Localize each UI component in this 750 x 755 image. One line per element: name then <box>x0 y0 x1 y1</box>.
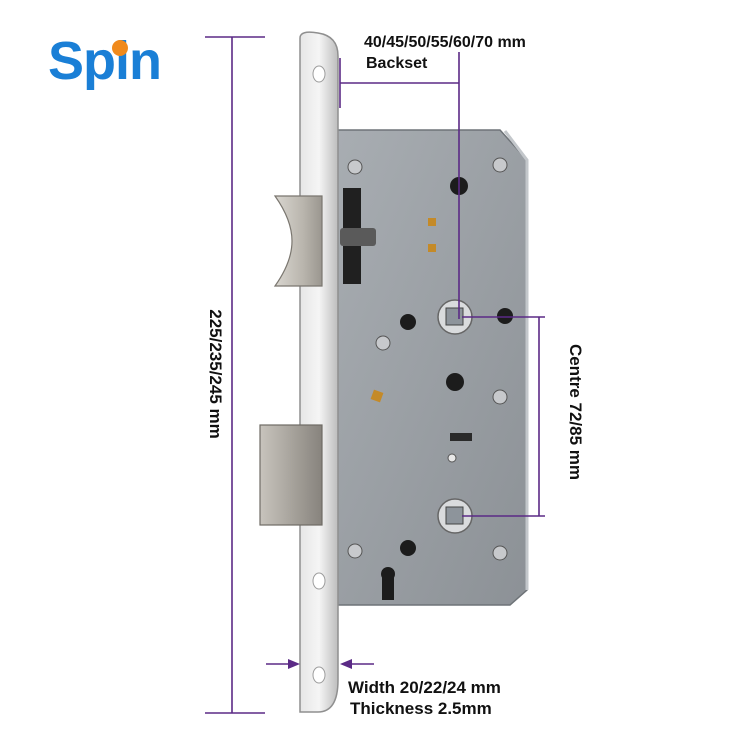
height-label: 225/235/245 mm <box>206 309 225 439</box>
centre-label: Centre 72/85 mm <box>566 343 585 481</box>
spin-logo: Spin <box>48 30 162 92</box>
logo-accent-dot-icon <box>112 40 128 56</box>
backset-label: Backset <box>366 55 428 72</box>
latch-bolt <box>273 195 323 287</box>
case-screws <box>347 157 508 561</box>
faceplate-screw-hole <box>312 572 326 590</box>
lower-follower-hub <box>437 498 473 534</box>
backset-values-label: 40/45/50/55/60/70 mm <box>364 34 526 51</box>
faceplate-screw-hole <box>312 65 326 83</box>
faceplate <box>299 31 339 713</box>
dimension-arrows <box>288 659 352 669</box>
logo-initial: S <box>48 31 84 91</box>
faceplate-screw-hole <box>312 666 326 684</box>
width-label: Width 20/22/24 mm <box>348 678 501 697</box>
thickness-label: Thickness 2.5mm <box>350 699 492 718</box>
dimension-lines <box>205 36 545 714</box>
dead-bolt <box>259 424 323 526</box>
